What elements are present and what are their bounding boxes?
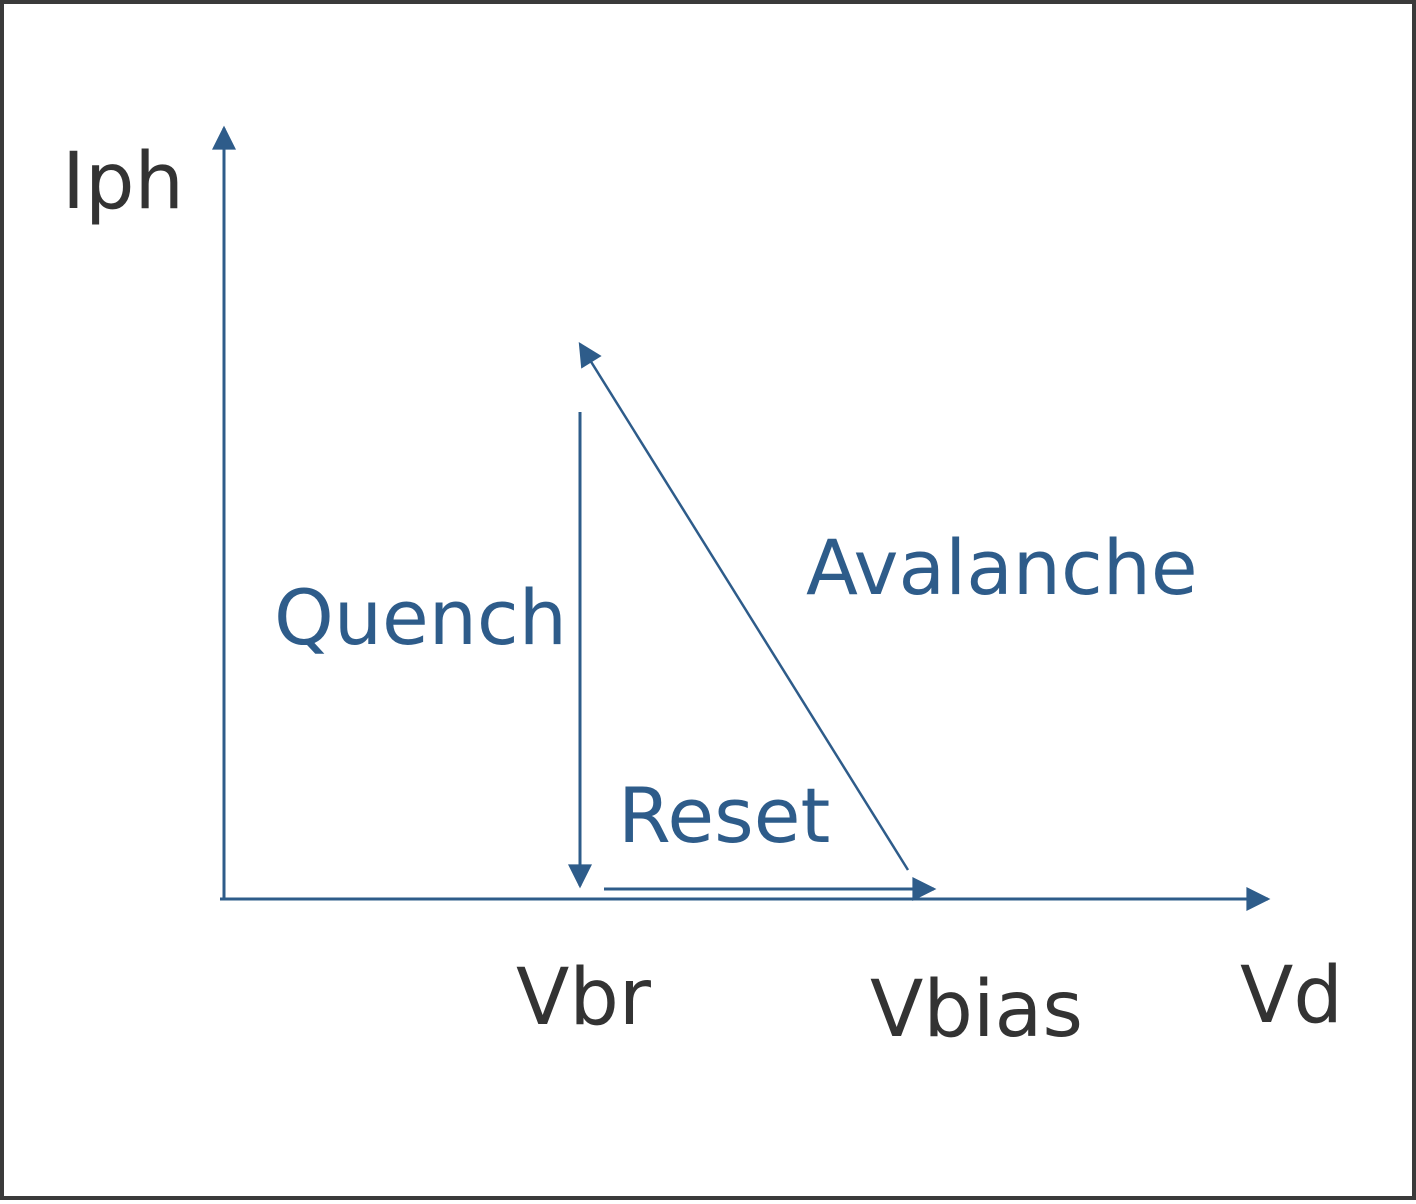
x-axis-label: Vd xyxy=(1240,951,1343,1041)
avalanche-label: Avalanche xyxy=(806,523,1198,612)
vbias-label: Vbias xyxy=(870,965,1083,1055)
quench-label: Quench xyxy=(274,573,567,662)
reset-label: Reset xyxy=(618,771,830,860)
spad-iv-cycle-diagram: Iph Vd Vbr Vbias Quench Avalanche Reset xyxy=(62,125,1343,1055)
y-axis-label: Iph xyxy=(62,137,184,227)
vbr-label: Vbr xyxy=(516,953,652,1043)
avalanche-arrow xyxy=(578,341,910,871)
